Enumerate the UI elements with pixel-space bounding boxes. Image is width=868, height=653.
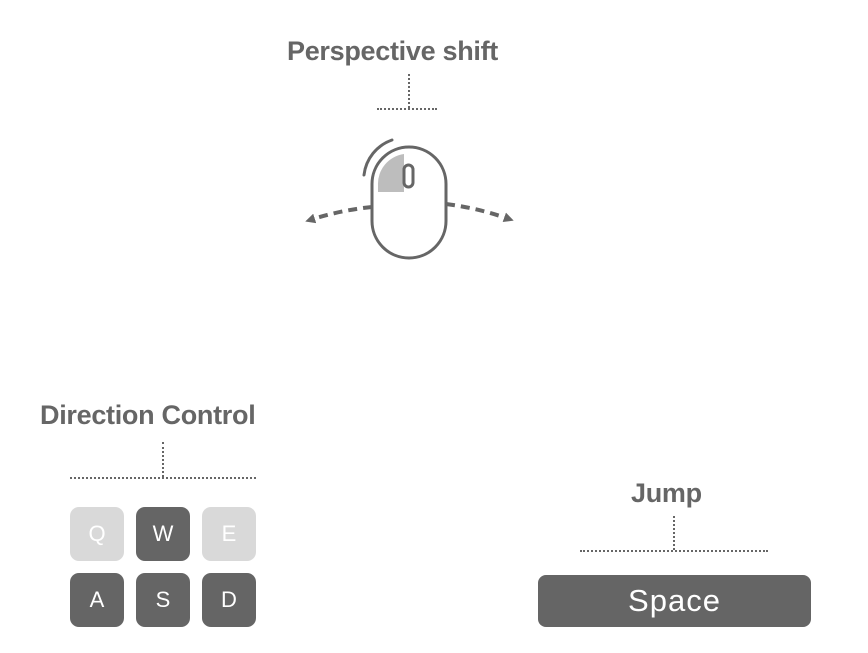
key-a: A [70,573,124,627]
key-space: Space [538,575,811,627]
jump-connector-vertical [673,516,675,550]
arrow-right-icon [445,202,514,223]
key-s: S [136,573,190,627]
rotation-arc-icon [362,138,394,177]
direction-connector-horizontal [70,477,256,479]
mouse-icon [305,138,514,260]
jump-title: Jump [631,478,702,508]
jump-connector-horizontal [580,550,768,552]
perspective-connector-vertical [408,74,410,108]
perspective-connector-horizontal [377,108,437,110]
key-q: Q [70,507,124,561]
direction-connector-vertical [162,442,164,477]
mouse-wheel [402,163,415,189]
perspective-shift-title: Perspective shift [287,36,498,66]
direction-control-title: Direction Control [40,400,256,430]
key-d: D [202,573,256,627]
mouse-left-button [377,154,404,192]
arrow-left-icon [305,205,373,224]
key-e: E [202,507,256,561]
key-w: W [136,507,190,561]
